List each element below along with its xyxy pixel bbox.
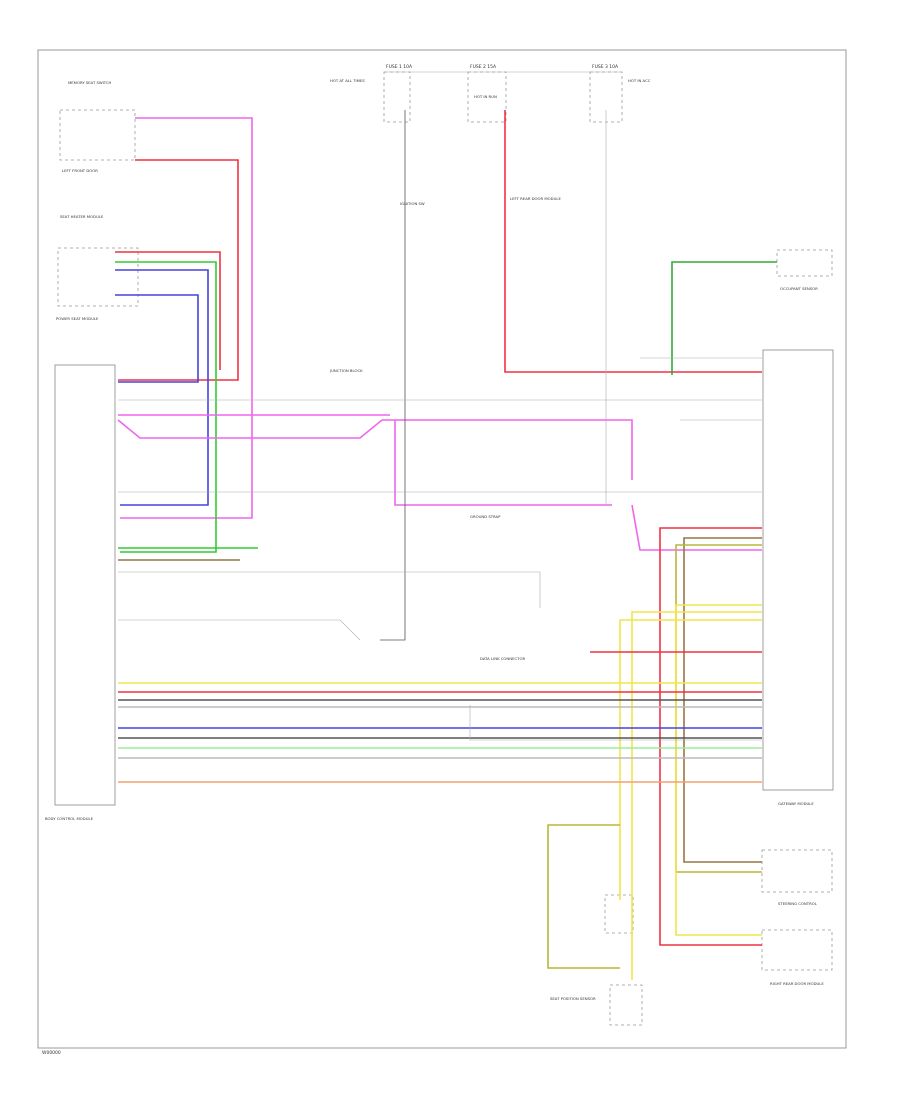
green-wire-2 — [671, 261, 777, 375]
top-left-component — [59, 109, 136, 161]
gray-wire-1 — [118, 571, 541, 608]
hot-in-acc-label: HOT IN ACC — [628, 78, 651, 83]
red-wire-2 — [115, 251, 221, 370]
ignition-label: IGNITION SW — [400, 201, 425, 206]
black-wire-1 — [380, 110, 406, 641]
olive-wire-2 — [547, 824, 620, 969]
olive-wire-1 — [675, 544, 762, 873]
gray-wire-2 — [118, 619, 361, 641]
hot-at-all-times-label: HOT AT ALL TIMES — [330, 78, 365, 83]
fuse-box-1 — [383, 71, 411, 123]
right-main-module — [762, 349, 834, 791]
left-upper-module — [57, 247, 139, 307]
right-rear-door-label: RIGHT REAR DOOR MODULE — [770, 981, 824, 986]
memory-seat-label: MEMORY SEAT SWITCH — [68, 80, 112, 85]
left-rear-door-label: LEFT REAR DOOR MODULE — [510, 196, 561, 201]
right-top-component — [776, 249, 833, 277]
steering-control-label: STEERING CONTROL — [778, 901, 818, 906]
bottom-relay — [604, 894, 634, 934]
data-link-label: DATA LINK CONNECTOR — [480, 656, 525, 661]
blue-wire-2 — [115, 294, 199, 383]
blue-wire-1 — [115, 269, 209, 506]
power-seat-label: POWER SEAT MODULE — [56, 316, 99, 321]
pink-wire-1 — [120, 117, 253, 519]
yellow-wire-2 — [631, 611, 762, 980]
ground-strap-label: GROUND STRAP — [470, 514, 501, 519]
occupant-sensor-label: OCCUPANT SENSOR — [780, 286, 818, 291]
yellow-wire-3 — [619, 619, 762, 900]
diagram-frame — [37, 49, 847, 1049]
seat-heater-label: SEAT HEATER MODULE — [60, 214, 104, 219]
right-lower-component-2 — [761, 929, 833, 971]
bottom-component — [609, 984, 643, 1026]
yellow-wire-1 — [675, 604, 762, 936]
right-lower-component-1 — [761, 849, 833, 893]
green-wire-1 — [115, 261, 217, 553]
fuse-2-label: FUSE 2 15A — [470, 64, 497, 70]
gray-wire-8 — [469, 705, 762, 741]
pink-wire-3 — [394, 420, 612, 506]
red-wire-4 — [659, 527, 762, 946]
wire-layer — [115, 110, 777, 980]
pink-wire-2 — [117, 419, 633, 480]
junction-block-label: JUNCTION BLOCK — [329, 368, 363, 373]
left-front-door-label: LEFT FRONT DOOR — [62, 168, 98, 173]
red-wire-1 — [118, 159, 239, 381]
body-control-label: BODY CONTROL MODULE — [45, 816, 94, 821]
fuse-1-label: FUSE 1 10A — [386, 64, 413, 70]
left-main-module — [54, 364, 116, 806]
gateway-module-label: GATEWAY MODULE — [778, 801, 814, 806]
bottom-switch-label: SEAT POSITION SENSOR — [550, 996, 596, 1001]
red-wire-3 — [504, 110, 762, 373]
fuse-3-label: FUSE 3 10A — [592, 64, 619, 70]
pink-wire-5 — [631, 504, 762, 551]
footer-code: W00000 — [42, 1050, 61, 1056]
hot-in-run-label: HOT IN RUN — [474, 94, 497, 99]
